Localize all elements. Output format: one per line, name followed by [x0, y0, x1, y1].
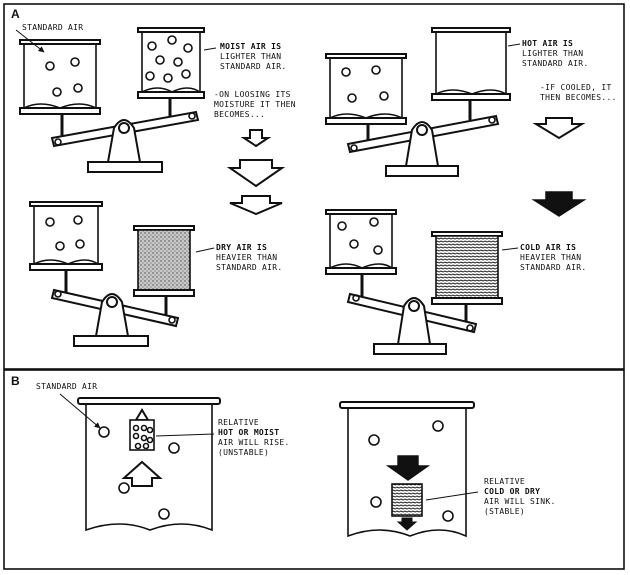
- sink-line-3: AIR WILL SINK.: [484, 497, 556, 506]
- small-down-arrow-icon: [240, 129, 272, 148]
- standard-air-label-1: STANDARD AIR: [22, 23, 83, 32]
- sink-line-1: RELATIVE: [484, 477, 525, 486]
- hot-air-line-2: LIGHTER THAN: [522, 49, 583, 58]
- sink-line-4: (STABLE): [484, 507, 525, 516]
- large-down-arrow-icon: [226, 159, 286, 188]
- solid-down-arrow-icon: [531, 191, 587, 217]
- moist-air-line-1: MOIST AIR IS: [220, 42, 281, 51]
- scale-moist-vs-standard: [19, 27, 205, 173]
- cold-air-line-3: STANDARD AIR.: [520, 263, 587, 272]
- panel-b-frame: [3, 369, 625, 570]
- dry-air-line-2: HEAVIER THAN: [216, 253, 277, 262]
- dry-air-line-3: STANDARD AIR.: [216, 263, 283, 272]
- moist-air-line-3: STANDARD AIR.: [220, 62, 287, 71]
- standard-air-beaker: [19, 39, 101, 115]
- panel-a-letter: A: [11, 7, 20, 21]
- hot-air-line-1: HOT AIR IS: [522, 39, 573, 48]
- standard-air-beaker-4: [325, 209, 397, 275]
- hot-note-line-2: THEN BECOMES...: [540, 93, 617, 102]
- dry-air-line-1: DRY AIR IS: [216, 243, 267, 252]
- scale-dry-vs-standard: [29, 201, 195, 347]
- large-down-arrow-2-icon: [229, 195, 283, 216]
- moist-note-line-3: BECOMES...: [214, 110, 265, 119]
- hot-note-line-1: -IF COOLED, IT: [540, 83, 612, 92]
- sink-large-arrow-icon: [385, 455, 431, 481]
- standard-air-beaker-2: [325, 53, 407, 125]
- dry-air-beaker: [133, 225, 195, 297]
- moist-note-line-2: MOISTURE IT THEN: [214, 100, 296, 109]
- rise-large-arrow-icon: [121, 460, 163, 487]
- sink-beaker: [339, 401, 475, 538]
- rise-line-4: (UNSTABLE): [218, 448, 269, 457]
- rise-line-1: RELATIVE: [218, 418, 259, 427]
- standard-air-beaker-3: [29, 201, 103, 271]
- scale-hot-vs-standard: [325, 27, 511, 177]
- standard-air-label-b: STANDARD AIR: [36, 382, 97, 391]
- cold-air-beaker: [431, 231, 503, 305]
- rise-small-arrow-icon: [134, 408, 150, 421]
- hot-air-line-3: STANDARD AIR.: [522, 59, 589, 68]
- sink-small-arrow-icon: [396, 517, 418, 531]
- moist-air-beaker: [137, 27, 205, 99]
- rise-beaker: [77, 397, 221, 532]
- panel-a-frame: [3, 3, 625, 370]
- rise-line-2: HOT OR MOIST: [218, 428, 279, 437]
- outline-down-arrow-icon: [532, 117, 586, 140]
- sink-line-2: COLD OR DRY: [484, 487, 540, 496]
- panel-b-letter: B: [11, 374, 20, 388]
- cold-air-line-1: COLD AIR IS: [520, 243, 576, 252]
- cold-air-line-2: HEAVIER THAN: [520, 253, 581, 262]
- hot-air-beaker: [431, 27, 511, 101]
- moist-air-line-2: LIGHTER THAN: [220, 52, 281, 61]
- rise-line-3: AIR WILL RISE.: [218, 438, 290, 447]
- moist-note-line-1: -ON LOOSING ITS: [214, 90, 291, 99]
- scale-cold-vs-standard: [325, 209, 503, 355]
